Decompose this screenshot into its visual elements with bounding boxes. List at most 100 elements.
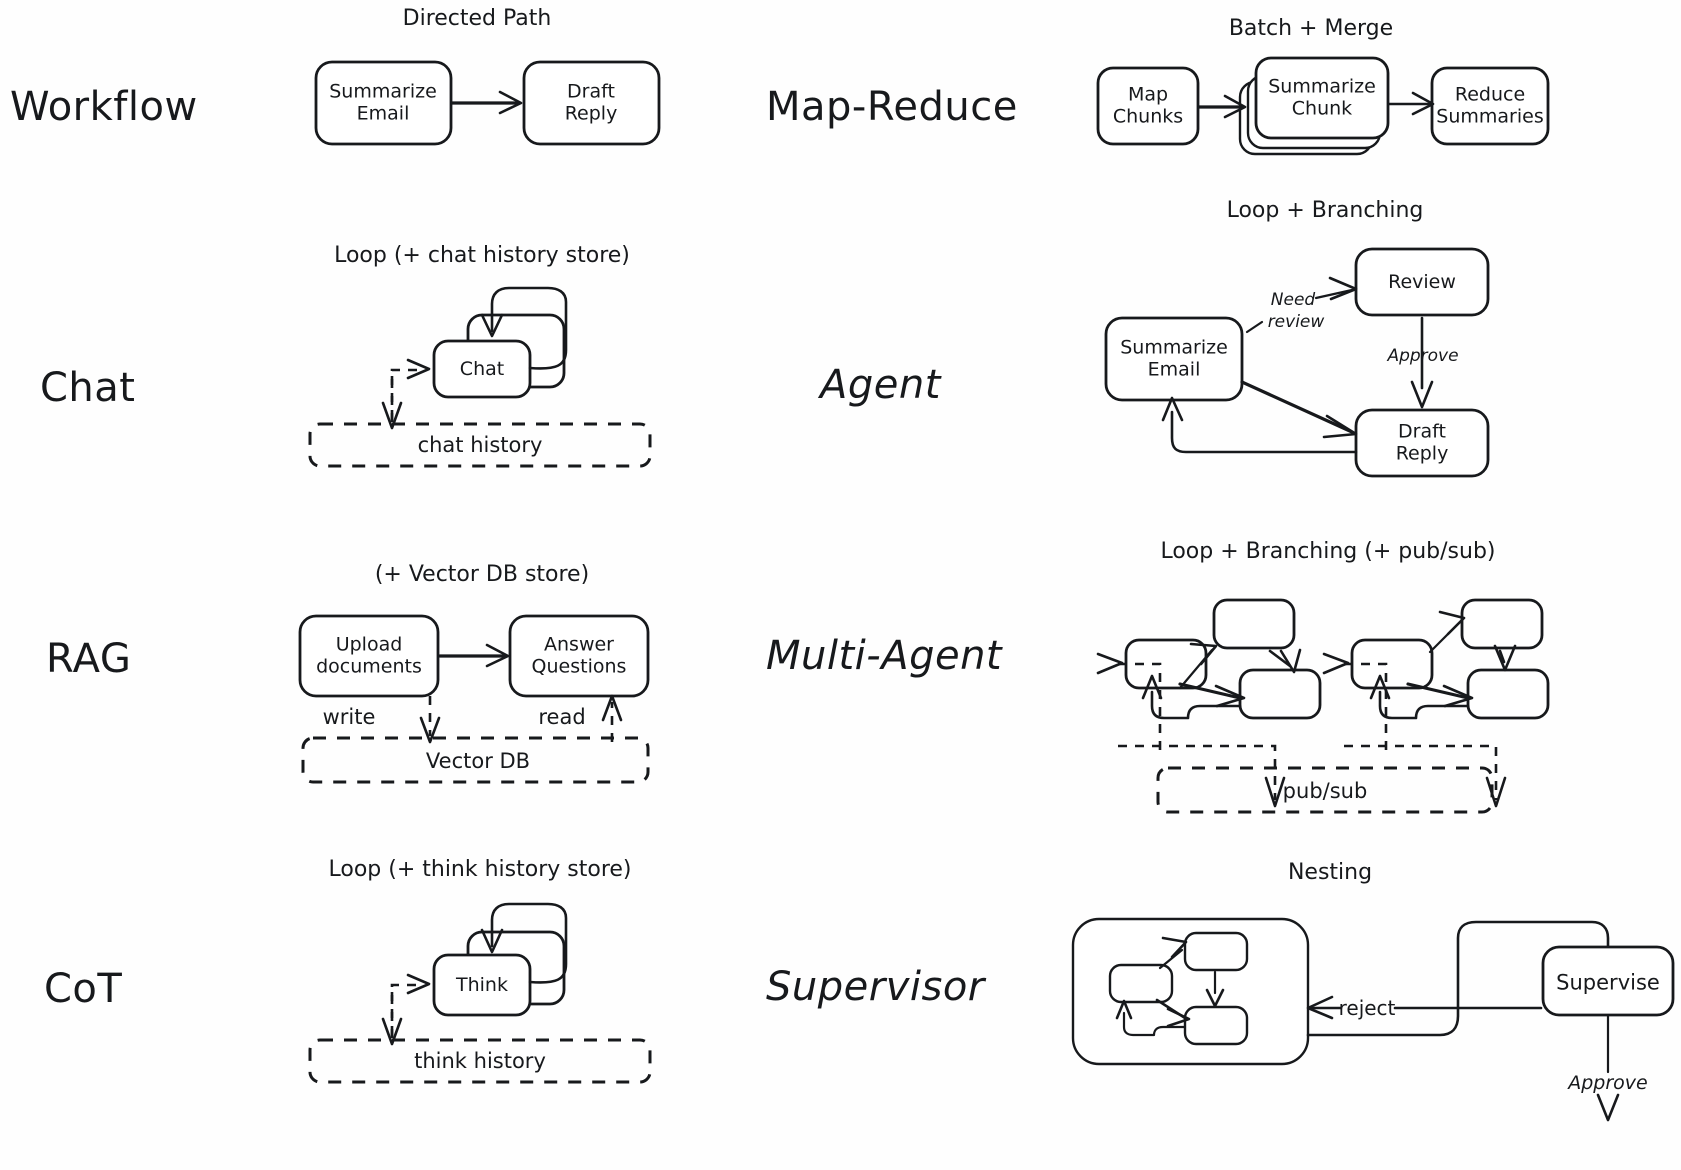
edge-ma-right-publish <box>1344 744 1498 800</box>
node-sup-inner-top[interactable] <box>1183 931 1249 972</box>
arrowhead-draft-to-summarize-loop <box>1161 396 1184 422</box>
caption-vector-db-store: (+ Vector DB store) <box>374 562 590 587</box>
edge-summarize-to-review-stub <box>1245 320 1264 334</box>
node-review[interactable] <box>1354 247 1490 317</box>
multi-agent-subgraph-left <box>1096 598 1322 808</box>
arrowhead-ma-left-bottom-loop <box>1141 674 1163 700</box>
arrowhead-sup-inner-bottom-loop <box>1115 999 1133 1020</box>
arrowhead-sup-inner-mid-to-bottom <box>1166 1007 1191 1028</box>
caption-batch-merge: Batch + Merge <box>1228 16 1394 41</box>
arrowhead-ma-right-top-to-bottom <box>1493 644 1517 672</box>
node-reduce-summaries[interactable] <box>1430 66 1550 146</box>
edge-ma-right-bottom-loop <box>1378 690 1470 720</box>
store-label-chat-history: chat history <box>417 433 543 457</box>
node-sup-inner-bottom[interactable] <box>1183 1005 1249 1046</box>
edge-summarize-to-draft-direct <box>1240 380 1354 434</box>
arrowhead-ma-right-mid-to-bottom <box>1442 684 1474 708</box>
row-label-cot: CoT <box>44 966 123 1012</box>
edge-summarize-to-review <box>1314 288 1354 300</box>
row-label-map-reduce: Map-Reduce <box>766 84 1018 130</box>
store-vector-db[interactable] <box>301 736 650 784</box>
row-label-rag: RAG <box>46 636 132 682</box>
chat-graph <box>308 286 652 468</box>
edge-label-write: write <box>322 705 376 729</box>
node-chat[interactable] <box>432 339 532 399</box>
arrowhead-ma-left-mid-up <box>1189 642 1218 666</box>
store-think-history[interactable] <box>308 1038 652 1084</box>
edge-label-need-review-2: review <box>1267 312 1325 332</box>
agent-graph <box>1104 247 1490 478</box>
store-chat-history[interactable] <box>308 422 652 468</box>
edge-ma-right-subscribe <box>1344 662 1388 750</box>
node-ma-left-bottom[interactable] <box>1238 668 1322 720</box>
store-label-vector-db: Vector DB <box>425 749 531 773</box>
caption-loop-branching-pubsub: Loop + Branching (+ pub/sub) <box>1160 539 1496 564</box>
arrowhead-write-to-vector-db <box>419 716 441 744</box>
edge-label-approve-supervisor: Approve <box>1568 1072 1648 1094</box>
arrowhead-ma-left-subscribe <box>1096 652 1124 675</box>
caption-directed-path: Directed Path <box>402 6 552 31</box>
arrowhead-chunk-to-reduce <box>1411 91 1435 116</box>
node-supervise-box[interactable] <box>1541 945 1675 1017</box>
arrowhead-ma-right-mid-to-top <box>1438 610 1466 636</box>
arrowhead-upload-to-answer <box>485 643 510 668</box>
node-answer-questions[interactable] <box>508 614 650 698</box>
node-summarize-chunk[interactable] <box>1254 56 1390 140</box>
node-sup-inner-mid[interactable] <box>1108 963 1174 1004</box>
edge-label-approve-agent: Approve <box>1387 346 1459 366</box>
caption-loop-chat: Loop (+ chat history store) <box>334 243 630 268</box>
edge-ma-left-top-to-bottom <box>1268 649 1292 668</box>
arrowhead-think-history-read <box>406 973 431 995</box>
node-summarize-email[interactable] <box>314 60 453 146</box>
row-label-chat: Chat <box>40 365 136 411</box>
supervisor-graph <box>1071 917 1675 1122</box>
node-draft-reply[interactable] <box>522 60 661 146</box>
rag-graph <box>298 614 650 784</box>
node-ma-right-bottom[interactable] <box>1466 668 1550 720</box>
node-agent-summarize-email[interactable] <box>1104 316 1244 402</box>
node-agent-draft-reply[interactable] <box>1354 408 1490 478</box>
nested-subgraph-container[interactable] <box>1071 917 1310 1066</box>
arrowhead-chat-history-read <box>406 358 431 380</box>
row-label-agent: Agent <box>820 362 941 408</box>
node-ma-right-top[interactable] <box>1460 598 1544 650</box>
arrowhead-ma-right-publish <box>1485 776 1507 808</box>
arrowhead-think-history-write <box>381 1017 403 1046</box>
edge-chat-history-read <box>390 368 424 422</box>
edge-sup-inner-mid-top <box>1158 948 1184 970</box>
edge-label-reject: reject <box>1338 996 1396 1020</box>
store-label-pub-sub: pub/sub <box>1282 779 1368 803</box>
arrowhead-map-to-chunk <box>1223 94 1247 119</box>
arrowhead-ma-left-mid-to-bottom <box>1214 684 1246 708</box>
edge-sup-inner-bottom-loop <box>1122 1011 1187 1037</box>
arrowhead-summarize-to-review <box>1328 276 1358 301</box>
edge-label-need-review-1: Need <box>1270 290 1316 310</box>
cot-graph <box>308 902 652 1084</box>
node-upload-documents[interactable] <box>298 614 440 698</box>
arrowhead-review-to-draft <box>1410 380 1434 409</box>
node-map-chunks[interactable] <box>1096 66 1200 146</box>
row-label-workflow: Workflow <box>10 84 198 130</box>
edge-think-history-read <box>390 983 424 1038</box>
arrowhead-supervise-reject <box>1306 995 1334 1020</box>
store-pub-sub[interactable] <box>1156 766 1494 814</box>
edge-ma-left-bottom-loop <box>1150 690 1242 720</box>
multi-agent-graph <box>1096 598 1550 814</box>
edge-ma-left-mid-to-bottom <box>1178 682 1242 700</box>
multi-agent-subgraph-right <box>1322 598 1550 808</box>
workflow-graph <box>314 60 661 146</box>
edge-think-self-loop <box>490 902 568 984</box>
edge-label-read: read <box>538 705 586 729</box>
edge-chat-self-loop <box>490 286 568 370</box>
row-label-multi-agent: Multi-Agent <box>766 633 1003 679</box>
node-think[interactable] <box>432 953 532 1017</box>
edge-ma-left-publish <box>1118 744 1277 800</box>
row-label-supervisor: Supervisor <box>766 964 985 1010</box>
caption-nesting: Nesting <box>1287 860 1373 885</box>
edge-ma-left-subscribe <box>1118 662 1162 750</box>
edge-ma-right-top-to-bottom <box>1498 649 1506 664</box>
arrowhead-supervise-approve <box>1596 1093 1620 1122</box>
node-ma-left-top[interactable] <box>1212 598 1296 650</box>
arrowhead-summarize-to-draft-direct <box>1322 414 1358 439</box>
